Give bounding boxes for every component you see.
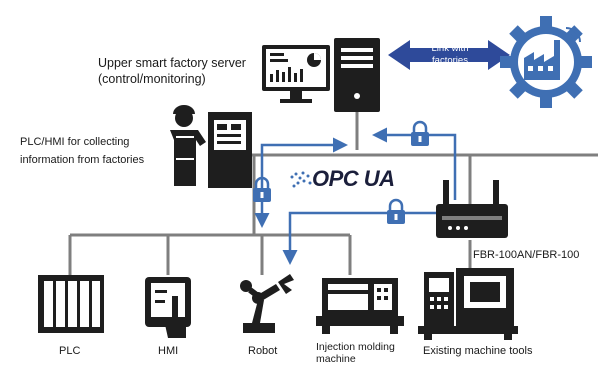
robot-arm-icon [240,274,294,333]
monitor-dashboard-icon [262,45,330,103]
padlock-icon [253,176,271,202]
hmi-touch-icon [145,277,191,338]
worker-at-panel-icon [170,105,252,188]
factory-gear-icon [500,16,592,108]
machine-tool-icon [418,268,518,340]
injection-molding-icon [316,278,404,334]
plc-rack-icon [38,275,104,333]
network-bus [68,112,598,280]
device-label-machine-tools: Existing machine tools [423,345,533,357]
link-with-factories-arrow[interactable] [388,40,510,70]
device-label-injection-line2: machine [316,353,356,365]
server-subtitle: (control/monitoring) [98,72,206,86]
link-label-line1: Link with [431,43,469,54]
link-label-line2: factories [432,55,468,66]
device-label-injection-line1: Injection molding [316,341,395,353]
device-label-robot: Robot [248,345,278,357]
opc-logo-mark [290,171,312,188]
device-label-plc: PLC [59,345,81,357]
plc-hmi-caption-line1: PLC/HMI for collecting [20,136,130,148]
padlock-icon [411,120,429,146]
padlock-icon [387,198,405,224]
router-model-label: FBR-100AN/FBR-100 [473,249,580,261]
opc-ua-logo: OPC UA [312,166,395,191]
server-title: Upper smart factory server [98,56,246,70]
server-tower-icon [334,38,380,112]
plc-hmi-caption-line2: information from factories [20,154,145,166]
device-label-hmi: HMI [158,345,179,357]
router-icon [436,180,508,238]
